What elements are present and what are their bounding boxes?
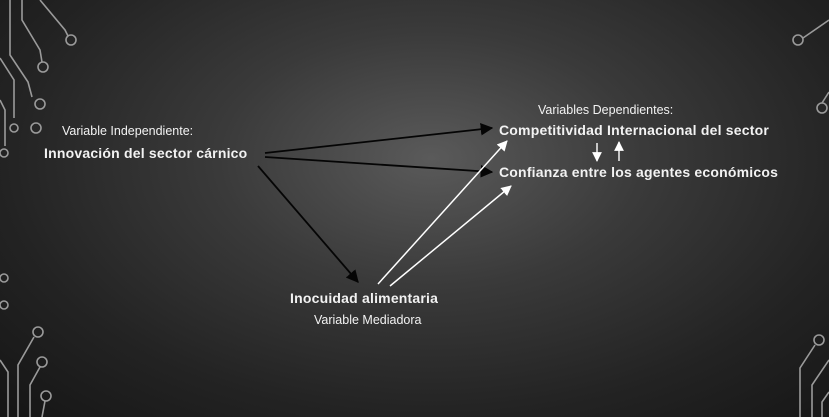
circuit-line bbox=[17, 336, 35, 417]
arrow-independent-to-competitividad bbox=[264, 122, 494, 154]
circuit-node-icon bbox=[65, 34, 77, 46]
arrow-inocuidad-to-competitividad bbox=[377, 140, 508, 285]
dependent-variable-competitividad: Competitividad Internacional del sector bbox=[499, 122, 769, 138]
circuit-node-icon bbox=[813, 334, 825, 346]
dependent-variable-confianza: Confianza entre los agentes económicos bbox=[499, 164, 779, 180]
circuit-line bbox=[29, 366, 41, 417]
circuit-node-icon bbox=[32, 326, 44, 338]
circuit-line bbox=[811, 359, 829, 417]
circuit-line bbox=[0, 99, 6, 146]
circuit-line bbox=[9, 0, 33, 98]
circuit-node-icon bbox=[30, 122, 42, 134]
circuit-line bbox=[0, 359, 9, 417]
independent-variable-title: Innovación del sector cárnico bbox=[44, 145, 248, 161]
arrow-inocuidad-to-confianza bbox=[389, 185, 512, 287]
independent-caption: Variable Independiente: bbox=[62, 124, 194, 138]
dependent-caption: Variables Dependientes: bbox=[538, 103, 674, 117]
circuit-node-icon bbox=[0, 273, 9, 283]
circuit-node-icon bbox=[0, 148, 9, 158]
circuit-node-icon bbox=[36, 356, 48, 368]
mediator-variable-title: Inocuidad alimentaria bbox=[290, 290, 439, 306]
circuit-line bbox=[821, 391, 829, 417]
mediator-caption: Variable Mediadora bbox=[314, 313, 422, 327]
circuit-node-icon bbox=[9, 123, 19, 133]
circuit-line bbox=[41, 400, 46, 417]
circuit-node-icon bbox=[792, 34, 804, 46]
arrow-independent-to-inocuidad bbox=[257, 165, 359, 283]
circuit-line bbox=[821, 91, 829, 104]
circuit-line bbox=[802, 19, 829, 39]
circuit-node-icon bbox=[0, 300, 9, 310]
arrow-independent-to-confianza bbox=[264, 156, 494, 178]
circuit-node-icon bbox=[40, 390, 52, 402]
circuit-line bbox=[799, 344, 816, 417]
circuit-line bbox=[0, 57, 15, 118]
circuit-line bbox=[39, 0, 69, 37]
circuit-line bbox=[21, 0, 43, 63]
circuit-node-icon bbox=[37, 61, 49, 73]
circuit-node-icon bbox=[34, 98, 46, 110]
